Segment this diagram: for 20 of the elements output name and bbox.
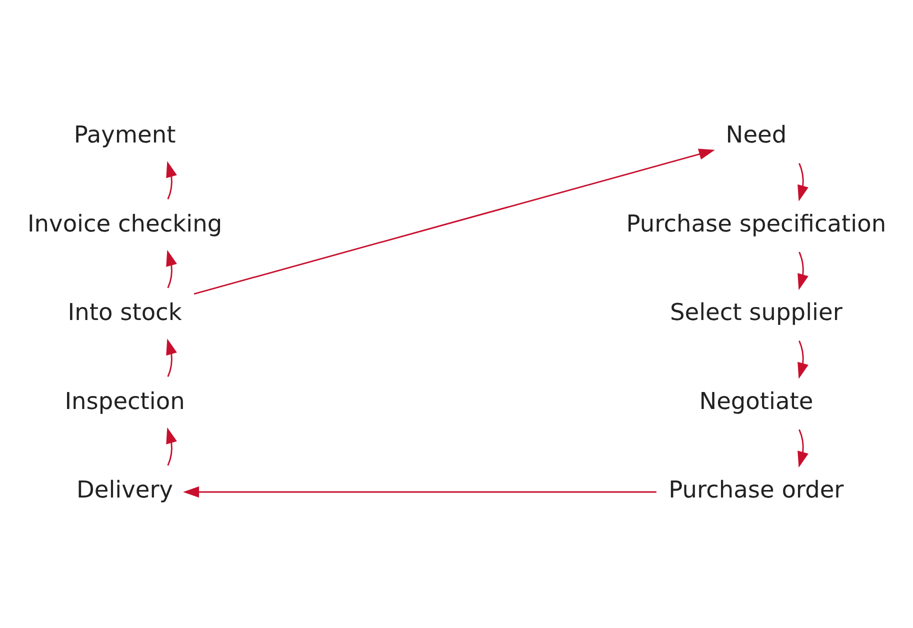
node-text: Delivery <box>76 476 174 504</box>
arrow <box>798 162 808 201</box>
node-text: Need <box>726 121 787 148</box>
arrow <box>166 426 177 466</box>
node-text: Purchase order <box>668 476 844 504</box>
arrow <box>798 251 808 290</box>
arrow <box>798 428 808 468</box>
node-text: Inspection <box>64 387 185 414</box>
node-text: Select supplier <box>670 298 842 326</box>
arrow <box>166 160 177 200</box>
arrow <box>183 486 656 498</box>
arrow <box>166 338 177 376</box>
node-text: Negotiate <box>699 387 814 414</box>
arrow <box>194 148 715 294</box>
arrow <box>166 249 177 288</box>
node-text: Purchase specification <box>626 210 886 237</box>
arrow <box>798 340 808 378</box>
node-text: Invoice checking <box>27 210 222 237</box>
node-text: Payment <box>74 121 176 148</box>
node-text: Into stock <box>68 298 182 326</box>
